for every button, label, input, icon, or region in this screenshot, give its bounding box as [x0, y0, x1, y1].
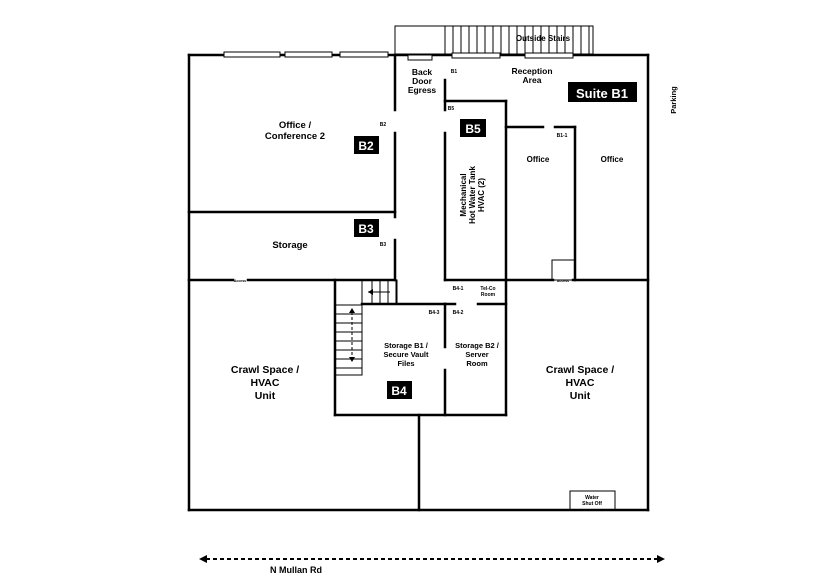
door-tag-b5: B5 [448, 106, 455, 112]
office-conference-label: Office /Conference 2 [265, 120, 325, 142]
door-tag-b3: B3 [380, 242, 387, 248]
outside-stairs-label: Outside Stairs [516, 34, 571, 43]
back-door [407, 54, 433, 61]
storage-label: Storage [272, 240, 307, 251]
road-label: N Mullan Rd [270, 565, 322, 575]
interior-stairs [334, 279, 398, 376]
door-tags: B1 B5 B2 B3 B1-1 B4-1 B4-2 B4-3 [380, 69, 568, 316]
svg-text:B2: B2 [358, 139, 374, 153]
badge-b3: B3 [354, 219, 379, 237]
svg-text:B4: B4 [391, 384, 407, 398]
interior-walls [187, 53, 650, 512]
outside-stairs: Outside Stairs [394, 25, 594, 55]
office-right-label: Office [601, 155, 624, 164]
badge-b5: B5 [460, 119, 486, 137]
office-left-label: Office [527, 155, 550, 164]
svg-text:B5: B5 [465, 122, 481, 136]
badge-b4: B4 [387, 381, 412, 399]
door-tag-b4-1: B4-1 [453, 286, 464, 292]
door-tag-b4-3: B4-3 [429, 310, 440, 316]
parking-label: Parking [669, 86, 678, 114]
door-tag-b4-2: B4-2 [453, 310, 464, 316]
water-shutoff-box [569, 490, 616, 511]
door-tag-b1: B1 [451, 69, 458, 75]
svg-text:B3: B3 [358, 222, 374, 236]
access-label-left: Access [234, 279, 246, 283]
windows [223, 51, 574, 61]
door-tag-b1-1: B1-1 [557, 133, 568, 139]
door-tag-b2: B2 [380, 122, 387, 128]
mechanical-label: MechanicalHot Water TankHVAC (2) [459, 166, 486, 224]
svg-text:Suite B1: Suite B1 [576, 86, 628, 101]
access-label-right: Access [557, 279, 569, 283]
suite-badge: Suite B1 [568, 82, 637, 102]
badge-b2: B2 [354, 136, 379, 154]
road-indicator: N Mullan Rd [199, 555, 665, 575]
